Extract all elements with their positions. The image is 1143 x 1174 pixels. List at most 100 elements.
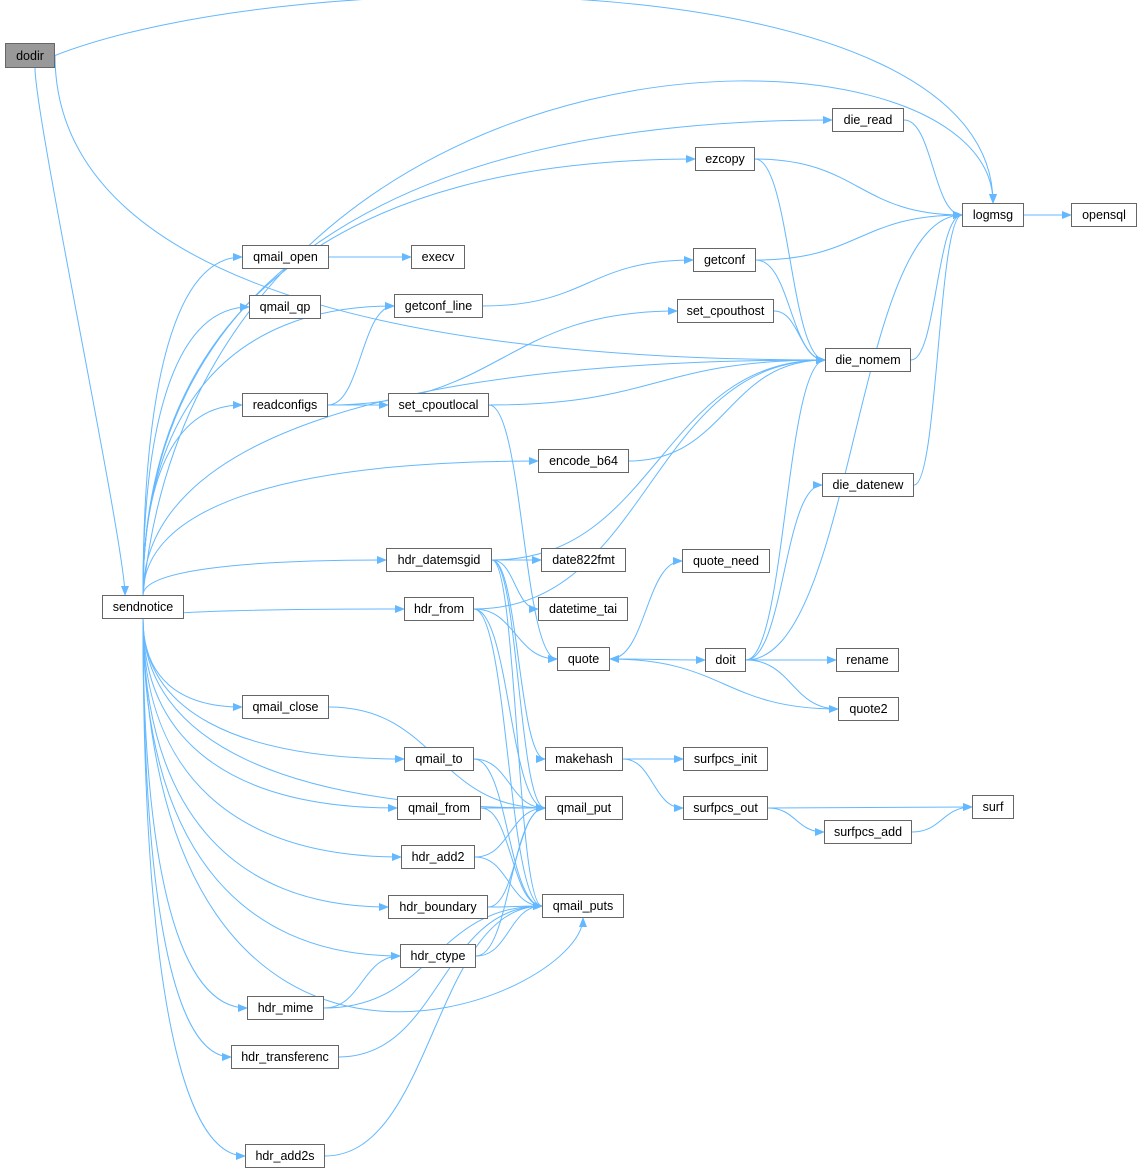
node-surfpcs-init[interactable]: surfpcs_init (683, 747, 768, 771)
edge-die_read-to-logmsg (903, 119, 963, 219)
edge-hdr_ctype-to-qmail_put (475, 804, 546, 957)
edge-sendnotice-to-logmsg (142, 80, 997, 596)
edge-sendnotice-to-readconfigs (142, 401, 243, 596)
edge-hdr_transferenc-to-qmail_puts (338, 902, 543, 1058)
edge-dodir-to-sendnotice (34, 67, 129, 596)
edge-surfpcs_out-to-surf (767, 803, 973, 812)
edge-sendnotice-to-hdr_add2s (142, 618, 246, 1160)
node-surfpcs-out[interactable]: surfpcs_out (683, 796, 768, 820)
edge-sendnotice-to-qmail_open (142, 253, 243, 596)
node-execv[interactable]: execv (411, 245, 465, 269)
edge-surfpcs_add-to-surf (911, 803, 973, 833)
node-quote2[interactable]: quote2 (838, 697, 899, 721)
edge-sendnotice-to-qmail_from (142, 618, 398, 812)
edge-hdr_add2-to-qmail_put (474, 804, 546, 858)
node-logmsg[interactable]: logmsg (962, 203, 1024, 227)
node-quote-need[interactable]: quote_need (682, 549, 770, 573)
edge-dodir-to-logmsg (54, 0, 997, 204)
edge-hdr_from-to-quote (473, 608, 558, 663)
node-datetime-tai[interactable]: datetime_tai (538, 597, 628, 621)
edge-sendnotice-to-hdr_datemsgid (142, 556, 387, 596)
edge-sendnotice-to-getconf_line (142, 302, 395, 596)
node-qmail-put[interactable]: qmail_put (545, 796, 623, 820)
node-set-cpouthost[interactable]: set_cpouthost (677, 299, 774, 323)
edge-ezcopy-to-logmsg (754, 158, 963, 219)
edge-encode_b64-to-die_nomem (628, 356, 826, 462)
node-die-nomem[interactable]: die_nomem (825, 348, 911, 372)
edge-sendnotice-to-die_nomem (142, 356, 826, 596)
edge-hdr_datemsgid-to-qmail_put (491, 559, 546, 812)
node-die-datenew[interactable]: die_datenew (822, 473, 914, 497)
edge-sendnotice-to-qmail_put (142, 618, 546, 812)
node-die-read[interactable]: die_read (832, 108, 904, 132)
node-makehash[interactable]: makehash (545, 747, 623, 771)
edge-sendnotice-to-encode_b64 (142, 457, 539, 596)
edge-hdr_ctype-to-qmail_puts (475, 902, 543, 957)
edge-makehash-to-surfpcs_out (622, 758, 684, 812)
node-getconf[interactable]: getconf (693, 248, 756, 272)
edge-qmail_to-to-qmail_put (473, 758, 546, 812)
node-surfpcs-add[interactable]: surfpcs_add (824, 820, 912, 844)
node-opensql[interactable]: opensql (1071, 203, 1137, 227)
edge-sendnotice-to-hdr_add2 (142, 618, 402, 861)
edge-sendnotice-to-hdr_mime (142, 618, 248, 1012)
edge-hdr_from-to-qmail_puts (473, 608, 543, 910)
edge-sendnotice-to-ezcopy (142, 155, 696, 596)
edge-die_datenew-to-logmsg (913, 211, 963, 486)
node-ezcopy[interactable]: ezcopy (695, 147, 755, 171)
edge-sendnotice-to-qmail_to (142, 618, 405, 763)
edge-doit-to-quote2 (745, 659, 839, 713)
node-hdr-add2s[interactable]: hdr_add2s (245, 1144, 325, 1168)
node-hdr-boundary[interactable]: hdr_boundary (388, 895, 488, 919)
edge-quote2-to-quote (609, 655, 839, 710)
node-dodir[interactable]: dodir (5, 43, 55, 68)
node-date822fmt[interactable]: date822fmt (541, 548, 626, 572)
edge-ezcopy-to-die_nomem (754, 158, 826, 364)
edge-sendnotice-to-hdr_boundary (142, 618, 389, 911)
node-qmail-to[interactable]: qmail_to (404, 747, 474, 771)
edge-doit-to-die_datenew (745, 481, 823, 661)
edge-set_cpoutlocal-to-quote (488, 404, 558, 663)
node-qmail-from[interactable]: qmail_from (397, 796, 481, 820)
edge-sendnotice-to-qmail_qp (142, 303, 250, 596)
node-encode-b64[interactable]: encode_b64 (538, 449, 629, 473)
edge-getconf-to-logmsg (755, 211, 963, 261)
edge-hdr_mime-to-hdr_ctype (323, 952, 401, 1009)
edge-readconfigs-to-getconf_line (327, 302, 395, 406)
edge-sendnotice-to-hdr_ctype (142, 618, 401, 960)
node-sendnotice[interactable]: sendnotice (102, 595, 184, 619)
node-quote[interactable]: quote (557, 647, 610, 671)
node-doit[interactable]: doit (705, 648, 746, 672)
edge-sendnotice-to-qmail_puts (142, 618, 587, 1013)
node-hdr-ctype[interactable]: hdr_ctype (400, 944, 476, 968)
node-hdr-add2[interactable]: hdr_add2 (401, 845, 475, 869)
edge-set_cpouthost-to-die_nomem (773, 310, 826, 364)
node-hdr-mime[interactable]: hdr_mime (247, 996, 324, 1020)
node-surf[interactable]: surf (972, 795, 1014, 819)
edge-quote-to-quote_need (609, 557, 683, 660)
node-set-cpoutlocal[interactable]: set_cpoutlocal (388, 393, 489, 417)
node-getconf-line[interactable]: getconf_line (394, 294, 483, 318)
edge-hdr_from-to-qmail_put (473, 608, 546, 812)
node-qmail-close[interactable]: qmail_close (242, 695, 329, 719)
edge-die_nomem-to-logmsg (910, 211, 963, 361)
edge-qmail_from-to-qmail_puts (480, 807, 543, 910)
edge-set_cpoutlocal-to-die_nomem (488, 356, 826, 406)
edge-dodir-to-die_nomem (54, 55, 826, 364)
edge-surfpcs_out-to-surfpcs_add (767, 807, 825, 836)
node-hdr-transferenc[interactable]: hdr_transferenc (231, 1045, 339, 1069)
edge-sendnotice-to-qmail_close (142, 618, 243, 711)
edge-sendnotice-to-die_read (142, 116, 833, 596)
node-hdr-from[interactable]: hdr_from (404, 597, 474, 621)
node-readconfigs[interactable]: readconfigs (242, 393, 328, 417)
node-qmail-puts[interactable]: qmail_puts (542, 894, 624, 918)
node-qmail-open[interactable]: qmail_open (242, 245, 329, 269)
node-qmail-qp[interactable]: qmail_qp (249, 295, 321, 319)
edge-hdr_datemsgid-to-datetime_tai (491, 559, 539, 613)
edge-doit-to-die_nomem (745, 356, 826, 661)
edge-hdr_add2s-to-qmail_puts (324, 902, 543, 1157)
edge-qmail_to-to-qmail_puts (473, 758, 543, 910)
node-hdr-datemsgid[interactable]: hdr_datemsgid (386, 548, 492, 572)
node-rename[interactable]: rename (836, 648, 899, 672)
